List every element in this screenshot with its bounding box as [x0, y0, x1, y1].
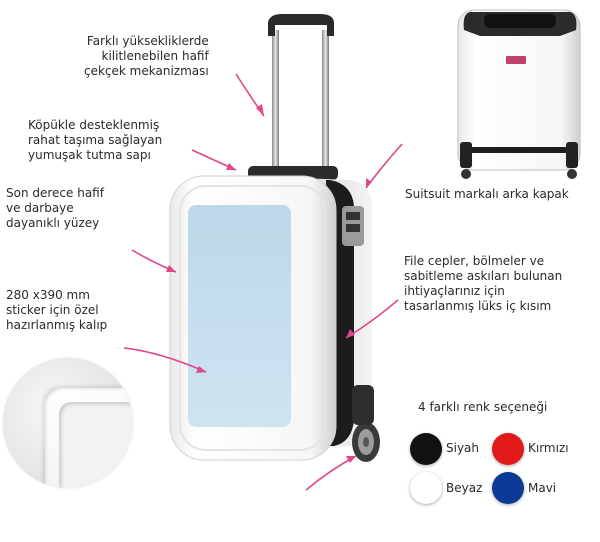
- callout-surface: Son derece hafif ve darbaye dayanıklı yü…: [6, 186, 104, 230]
- brand-tag: [506, 56, 526, 64]
- callout-interior: File cepler, bölmeler ve sabitleme askıl…: [404, 254, 563, 313]
- swatch-label-red: Kırmızı: [528, 441, 569, 455]
- arrow-wheels: [305, 455, 357, 491]
- mold-detail-zoom: [3, 358, 133, 488]
- back-suitcase: [457, 9, 581, 179]
- swatch-label-blue: Mavi: [528, 481, 557, 495]
- swatch-label-black: Siyah: [446, 441, 480, 455]
- wheel-housing: [352, 385, 374, 425]
- swatch-blue: [492, 472, 524, 504]
- callout-back-cover: Suitsuit markalı arka kapak: [405, 187, 569, 201]
- swatch-label-white: Beyaz: [446, 481, 483, 495]
- trolley-grip: [268, 14, 334, 36]
- sticker-area: [188, 205, 291, 427]
- callout-sticker: 280 x390 mm sticker için özel hazırlanmı…: [6, 288, 108, 332]
- arrow-back-cover: [365, 143, 403, 189]
- callout-carry-handle: Köpükle desteklenmiş rahat taşıma sağlay…: [28, 118, 163, 162]
- callout-handle-mechanism: Farklı yüksekliklerde kilitlenebilen haf…: [84, 34, 209, 78]
- trolley-pole-right: [322, 30, 329, 180]
- swatch-white: [410, 472, 442, 504]
- main-suitcase: [169, 14, 380, 462]
- trolley-pole-left: [272, 30, 279, 180]
- swatch-red: [492, 433, 524, 465]
- swatch-black: [410, 433, 442, 465]
- color-options-title: 4 farklı renk seçeneği: [418, 400, 548, 414]
- arrow-sticker: [123, 347, 207, 373]
